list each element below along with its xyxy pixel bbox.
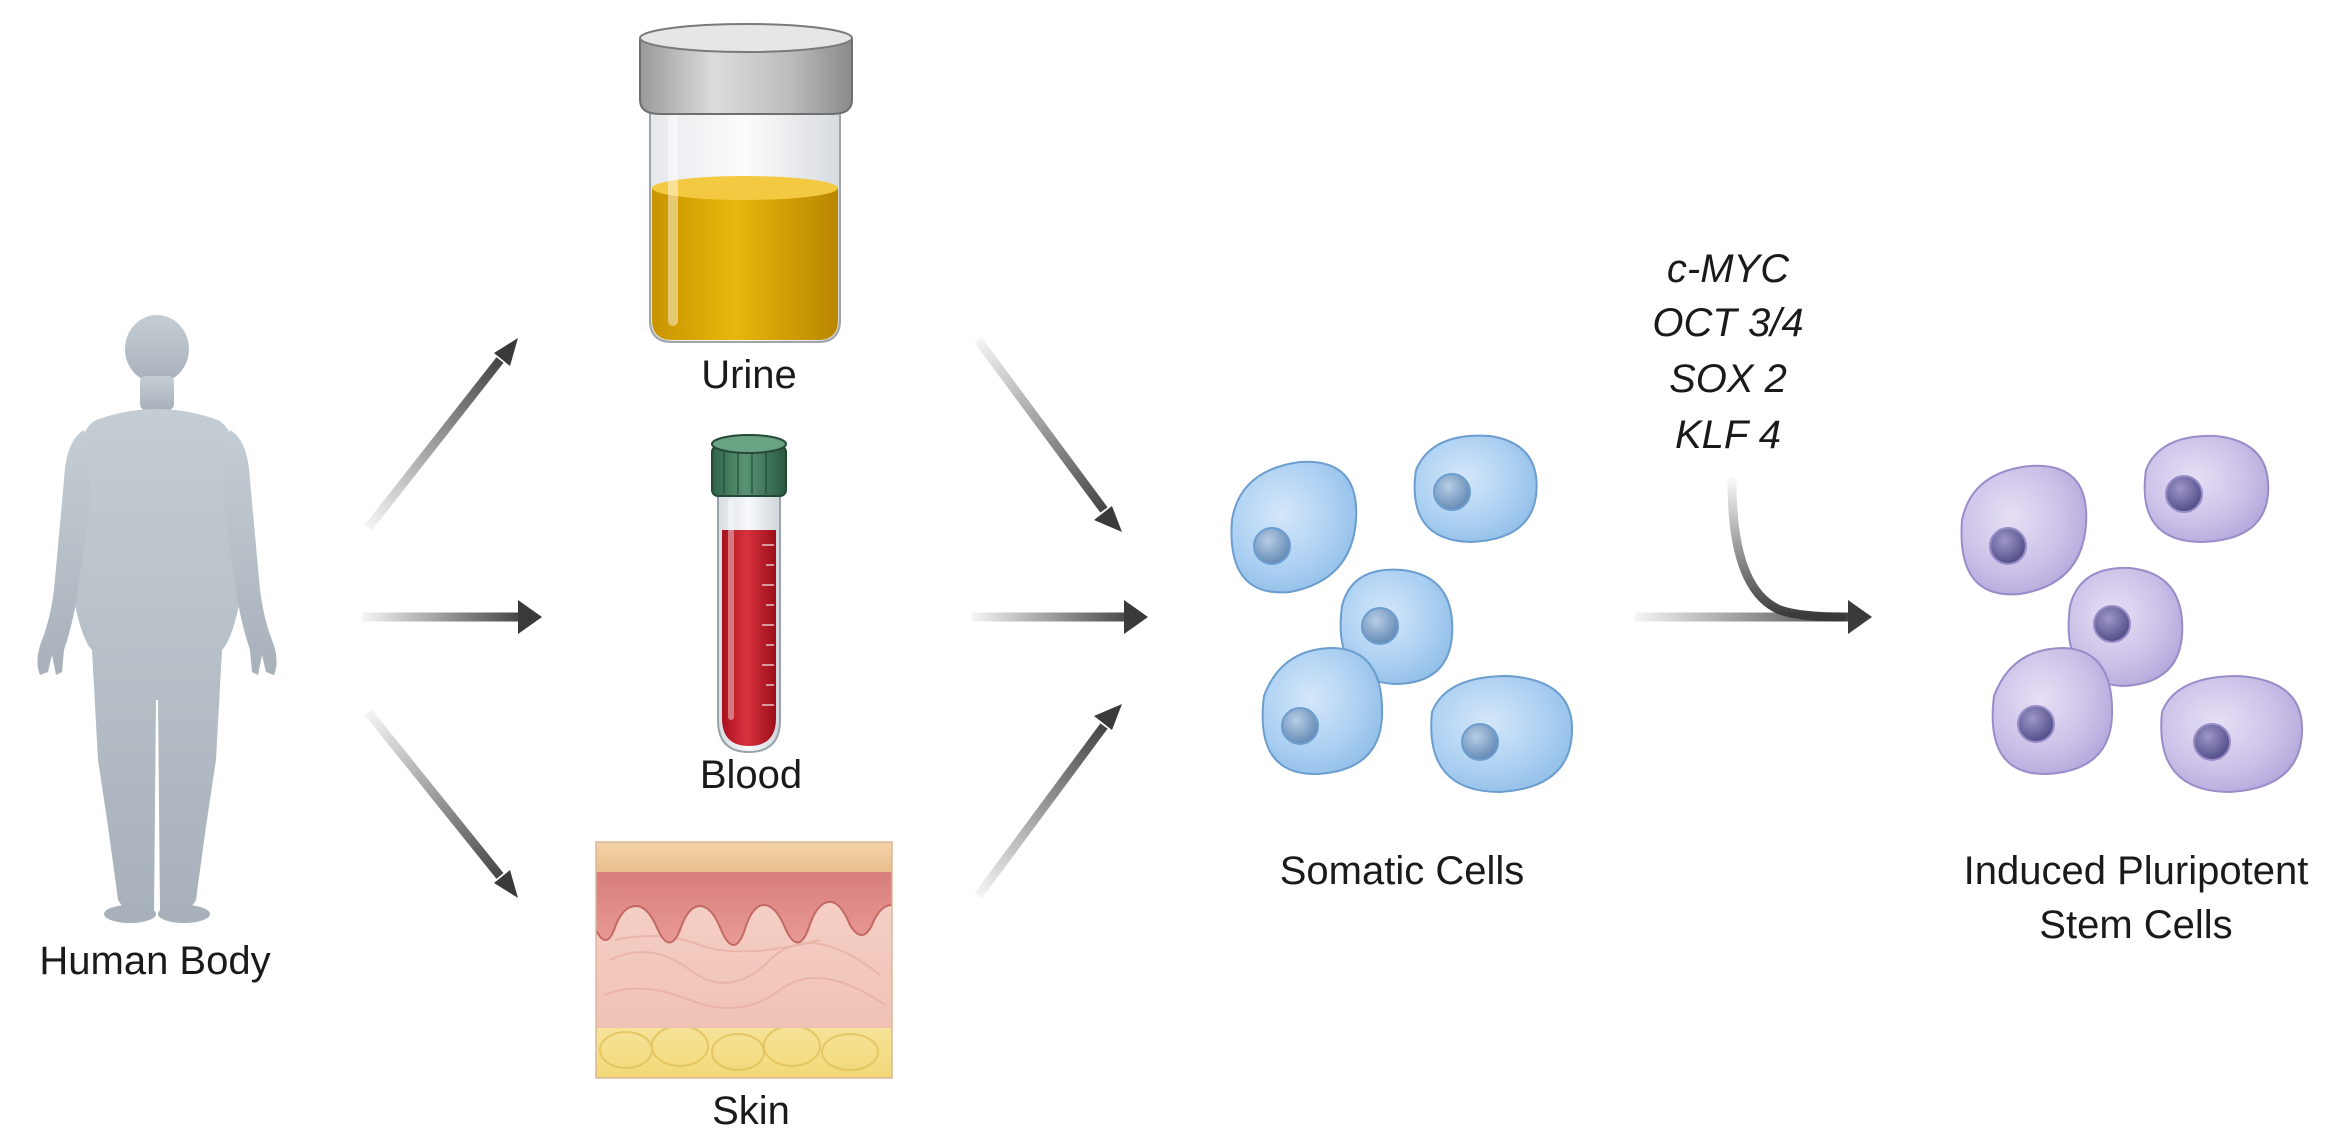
human-body-label: Human Body	[39, 939, 270, 983]
factor-label: SOX 2	[1669, 357, 1787, 401]
human-body-icon	[37, 315, 277, 923]
reprogramming-factors: c-MYC OCT 3/4 SOX 2 KLF 4	[1652, 247, 1803, 457]
ipsc-label-line1: Induced Pluripotent	[1964, 849, 2309, 893]
arrow-urine-to-somatic	[974, 337, 1122, 532]
ipsc-cells-group	[1960, 434, 2304, 794]
somatic-cells-label: Somatic Cells	[1280, 849, 1525, 893]
somatic-cell	[1413, 434, 1538, 544]
arrow-skin-to-somatic	[974, 704, 1122, 899]
ipsc-cell	[1960, 464, 2088, 596]
factor-label: c-MYC	[1667, 247, 1790, 291]
arrow-body-to-blood	[362, 600, 542, 634]
urine-label: Urine	[701, 353, 797, 397]
factor-label: KLF 4	[1675, 413, 1781, 457]
ipsc-cell	[2067, 566, 2184, 688]
ipsc-cell	[2143, 434, 2270, 544]
somatic-cell	[1430, 674, 1574, 794]
blood-label: Blood	[700, 753, 802, 797]
factor-label: OCT 3/4	[1652, 301, 1803, 345]
ipsc-cell	[1991, 646, 2114, 776]
somatic-cell	[1261, 646, 1384, 776]
somatic-cells-group	[1230, 434, 1574, 794]
ipsc-cell	[2160, 674, 2304, 794]
urine-jar-icon	[639, 23, 853, 343]
somatic-cell	[1230, 460, 1358, 594]
blood-tube-icon	[711, 434, 787, 754]
skin-label: Skin	[712, 1089, 790, 1133]
arrow-reprogramming	[1635, 477, 1872, 634]
arrow-body-to-skin	[364, 709, 518, 898]
ipsc-label-line2: Stem Cells	[2039, 903, 2232, 947]
skin-section-icon	[595, 841, 893, 1079]
arrow-blood-to-somatic	[972, 600, 1148, 634]
arrow-body-to-urine	[364, 338, 518, 531]
